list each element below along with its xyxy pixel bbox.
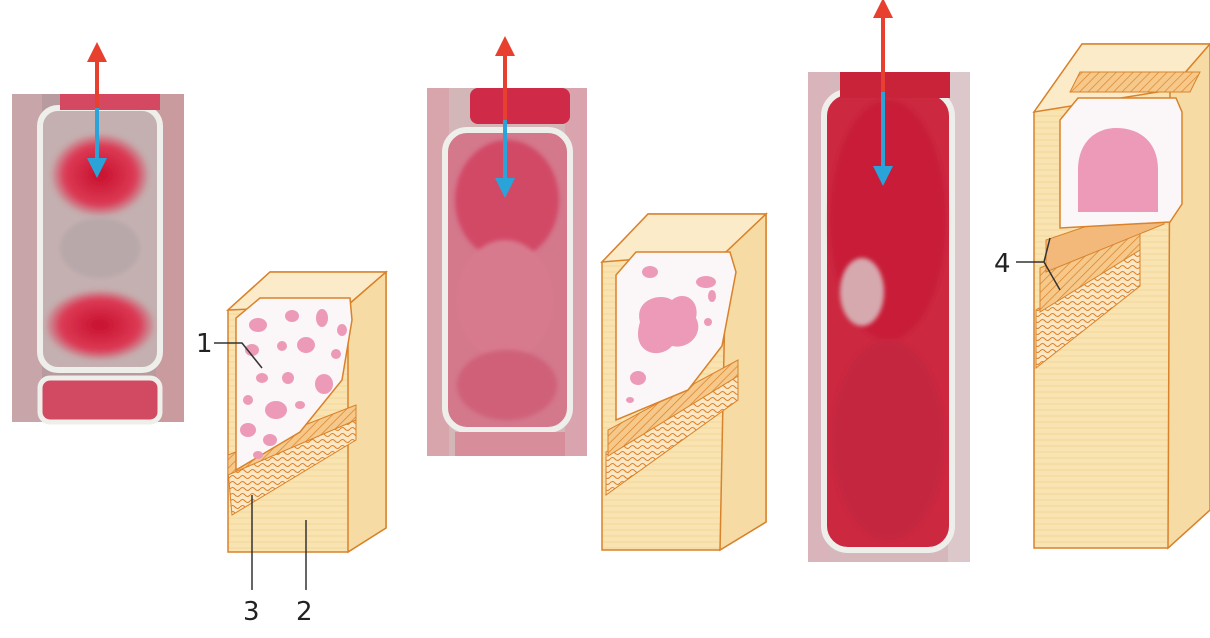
cell-block-diagram-1: 1 3 2 xyxy=(196,272,386,627)
label-4: 4 xyxy=(994,249,1011,279)
label-2: 2 xyxy=(296,597,313,627)
micrograph-1 xyxy=(12,52,184,422)
cell-block-diagram-2 xyxy=(602,214,766,550)
micrograph-3 xyxy=(808,8,970,562)
cell-block-diagram-3: 4 xyxy=(994,44,1210,548)
central-vacuole xyxy=(1078,128,1158,212)
micrograph-2 xyxy=(427,46,587,456)
label-1: 1 xyxy=(196,329,213,359)
label-3: 3 xyxy=(243,597,260,627)
